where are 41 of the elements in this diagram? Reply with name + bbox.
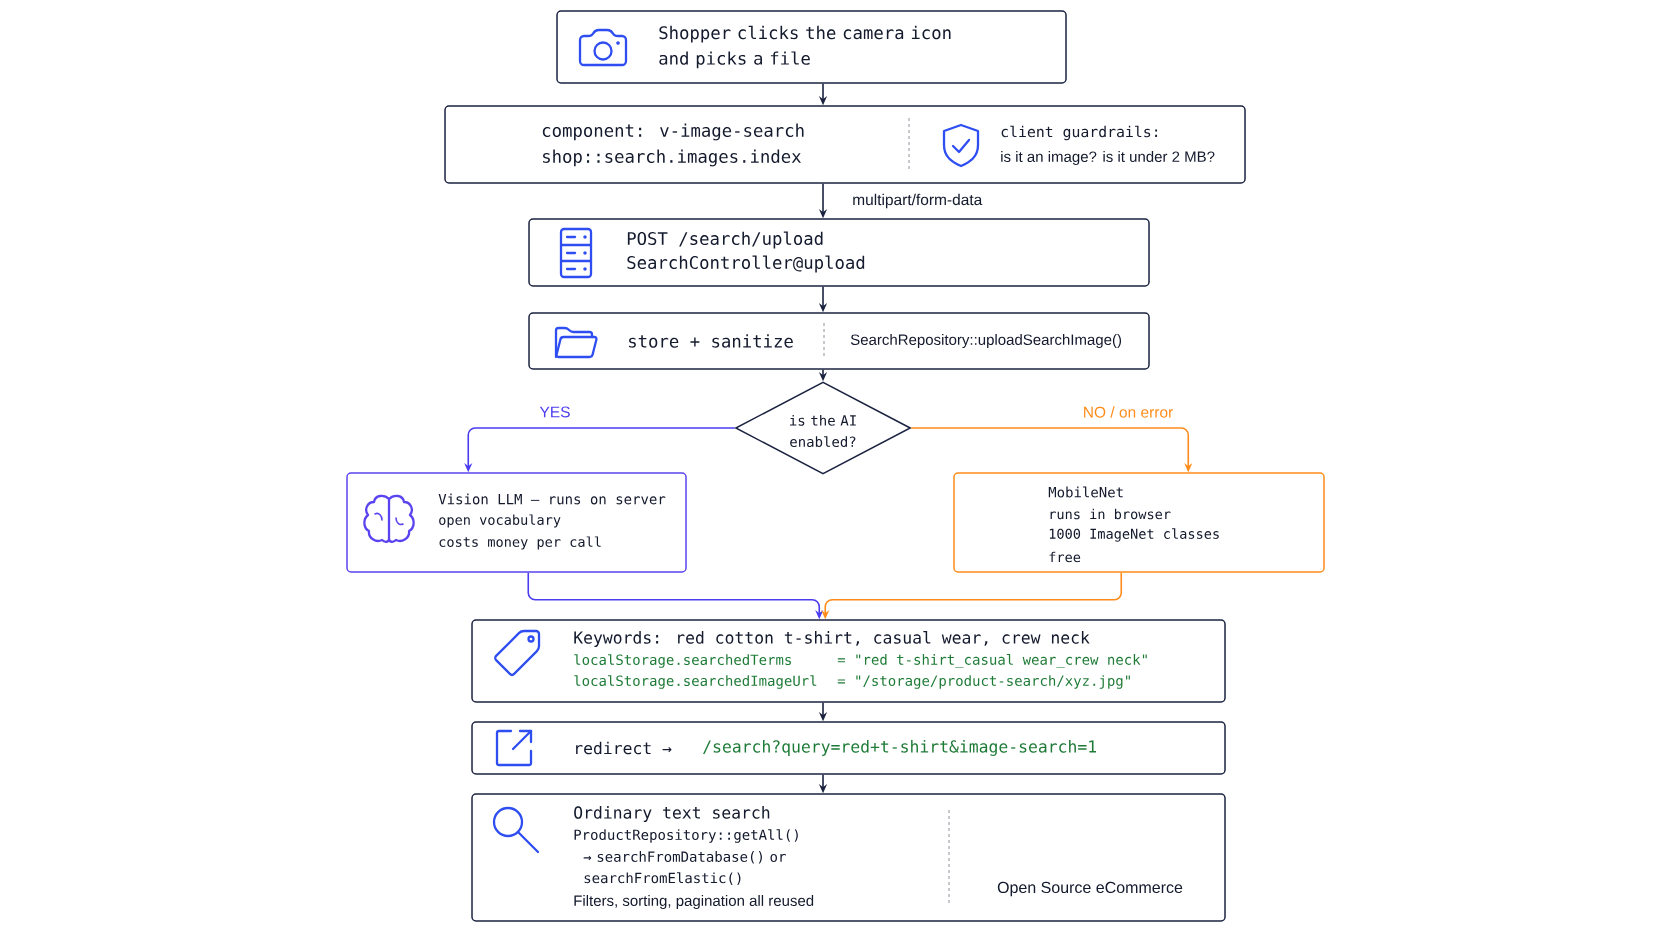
step-text: free [1049,551,1081,563]
url-text: /search?query=red+t-shirt&image-search=1 [703,740,1096,756]
step-title: Vision LLM – runs on server [438,493,666,505]
code-text: localStorage.searchedImageUrl [574,675,817,689]
step-text: Shopper clicks the camera icon and picks a file [659,25,951,69]
process-box [528,218,1150,287]
note-heading: client guardrails: [1001,125,1158,141]
code-text: = "red t-shirt_casual wear_crew neck" [837,654,1147,668]
method-name: SearchRepository::uploadSearchImage() [850,334,1122,348]
step-text: 1000 ImageNet classes [1049,528,1219,542]
process-box [346,472,687,573]
step-title: MobileNet [1048,486,1123,498]
step-text: open vocabulary [439,514,561,528]
note-text: is it an image? is it under 2 MB? [1001,151,1215,165]
note-text: Filters, sorting, pagination all reused [574,895,814,909]
code-text: = "/storage/product-search/xyz.jpg" [837,675,1130,689]
step-text: redirect → [576,741,672,755]
controller-name: SearchController@upload [627,255,865,273]
code-text: localStorage.searchedTerms [574,654,791,668]
process-box [556,10,1067,84]
process-box [471,619,1226,703]
process-box [444,105,1246,184]
code-text: → searchFromDatabase() or searchFromElastic() [583,851,786,885]
step-text: costs money per call [439,536,601,550]
step-text: runs in browser [1050,508,1171,520]
process-box [953,472,1325,573]
request-text: POST /search/upload [627,231,823,249]
process-box [528,312,1150,370]
process-box [471,721,1226,775]
step-title: Ordinary text search [574,806,770,822]
edge-label: multipart/form-data [850,191,985,211]
keywords-text: Keywords: red cotton t-shirt, casual wear, crew neck [574,631,1090,647]
edge-label: YES [537,404,573,420]
step-text: store + sanitize [629,334,793,348]
code-text: ProductRepository::getAll() [574,829,798,843]
edge-label: NO / on error [1080,404,1176,420]
process-box [471,793,1226,922]
tagline-text: Open Source eCommerce [997,881,1183,897]
component-name: component: v-image-search [542,123,804,141]
decision-text: is the AI enabled? [790,414,856,448]
route-name: shop::search.images.index [543,149,801,167]
